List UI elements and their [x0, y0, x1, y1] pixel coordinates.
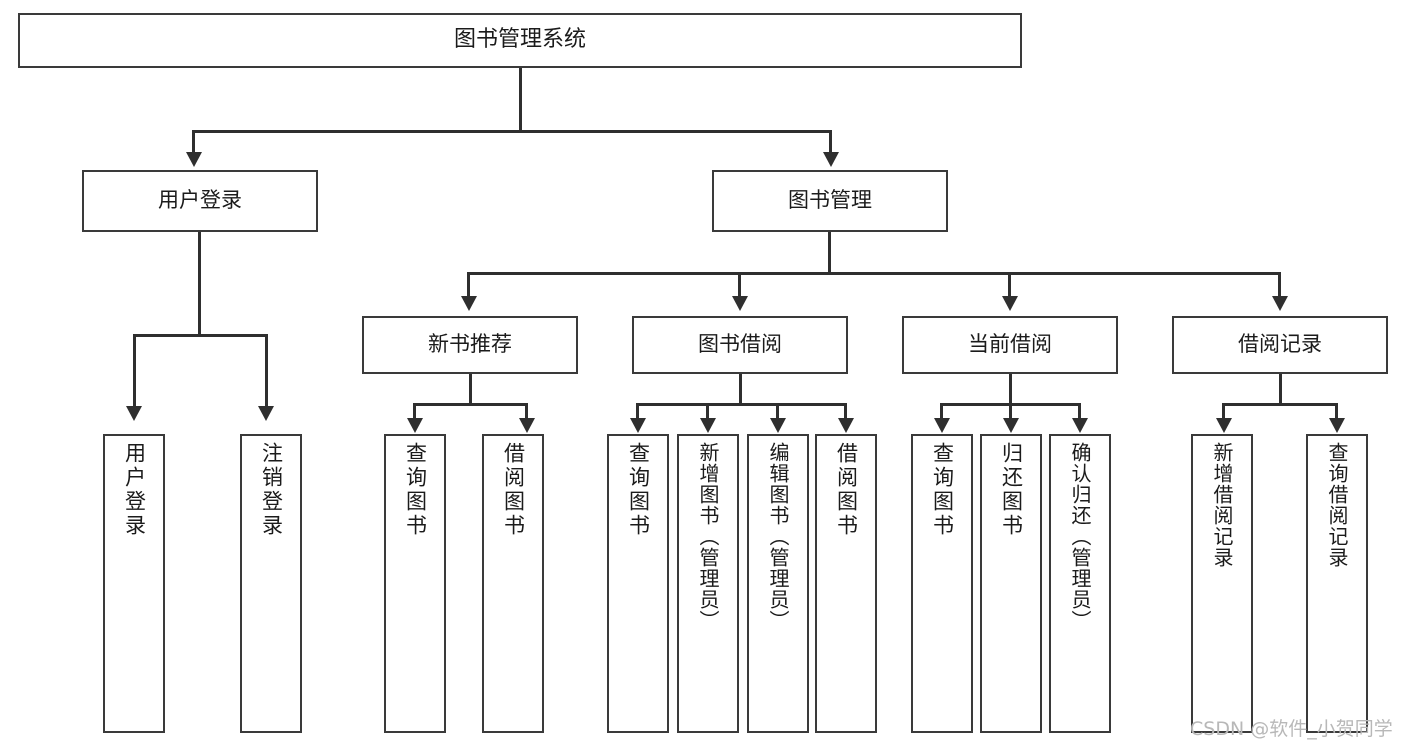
connector-current-borrow-stem — [1009, 374, 1012, 405]
node-book-borrow[interactable]: 图书借阅 — [632, 316, 848, 374]
arrow-to-book-mgmt — [823, 152, 839, 167]
connector-root-bus — [192, 130, 832, 133]
connector-to-new-book — [467, 272, 470, 299]
leaf-label: 新增借阅记录 — [1210, 442, 1234, 568]
leaf-label: 查询借阅记录 — [1325, 442, 1349, 568]
connector-borrow-record-bus — [1222, 403, 1338, 406]
arrow-to-edit-book — [770, 418, 786, 433]
leaf-query-book-recommend[interactable]: 查询图书 — [384, 434, 446, 733]
arrow-to-query-book-2 — [630, 418, 646, 433]
node-label: 图书管理系统 — [453, 27, 586, 53]
leaf-label: 归还图书 — [999, 442, 1024, 538]
leaf-query-book-borrow[interactable]: 查询图书 — [607, 434, 669, 733]
node-new-book-recommend[interactable]: 新书推荐 — [362, 316, 578, 374]
arrow-to-current-borrow — [1002, 296, 1018, 311]
arrow-to-confirm-return — [1072, 418, 1088, 433]
node-label: 当前借阅 — [968, 332, 1052, 357]
connector-to-borrow-record — [1278, 272, 1281, 299]
connector-new-book-bus — [413, 403, 528, 406]
connector-current-borrow-b2 — [1009, 403, 1012, 421]
node-label: 图书管理 — [788, 188, 872, 213]
connector-user-login-right — [265, 334, 268, 409]
arrow-to-add-record — [1216, 418, 1232, 433]
connector-book-mgmt-stem — [828, 232, 831, 274]
arrow-to-book-borrow — [732, 296, 748, 311]
connector-new-book-left — [413, 403, 416, 421]
connector-root-to-book-mgmt — [829, 130, 832, 155]
leaf-add-borrow-record[interactable]: 新增借阅记录 — [1191, 434, 1253, 733]
connector-borrow-record-right — [1335, 403, 1338, 421]
node-root-system[interactable]: 图书管理系统 — [18, 13, 1022, 68]
node-label: 新书推荐 — [428, 332, 512, 357]
leaf-confirm-return-admin[interactable]: 确认归还（管理员） — [1049, 434, 1111, 733]
leaf-label: 查询图书 — [930, 442, 955, 538]
leaf-return-book[interactable]: 归还图书 — [980, 434, 1042, 733]
arrow-to-logout-leaf — [258, 406, 274, 421]
connector-book-borrow-bus — [636, 403, 846, 406]
node-label: 借阅记录 — [1238, 332, 1322, 357]
connector-book-borrow-stem — [739, 374, 742, 405]
leaf-label: 借阅图书 — [834, 442, 859, 538]
node-label: 图书借阅 — [698, 332, 782, 357]
leaf-user-login[interactable]: 用户登录 — [103, 434, 165, 733]
arrow-to-new-book — [461, 296, 477, 311]
connector-new-book-stem — [469, 374, 472, 405]
connector-borrow-record-left — [1222, 403, 1225, 421]
arrow-to-return-book — [1003, 418, 1019, 433]
watermark-text: CSDN @软件_小贺同学 — [1190, 718, 1393, 740]
connector-book-borrow-b4 — [844, 403, 847, 421]
leaf-label: 借阅图书 — [501, 442, 526, 538]
leaf-query-book-current[interactable]: 查询图书 — [911, 434, 973, 733]
connector-book-borrow-b3 — [776, 403, 779, 421]
connector-root-stem — [519, 68, 522, 130]
leaf-label: 编辑图书（管理员） — [766, 442, 790, 631]
connector-book-mgmt-bus — [467, 272, 1279, 275]
arrow-to-borrow-book-1 — [519, 418, 535, 433]
leaf-label: 查询图书 — [403, 442, 428, 538]
connector-book-borrow-b2 — [706, 403, 709, 421]
connector-borrow-record-stem — [1279, 374, 1282, 405]
arrow-to-user-login-leaf — [126, 406, 142, 421]
leaf-logout[interactable]: 注销登录 — [240, 434, 302, 733]
arrow-to-query-book-3 — [934, 418, 950, 433]
leaf-label: 注销登录 — [259, 442, 284, 538]
node-book-management[interactable]: 图书管理 — [712, 170, 948, 232]
connector-to-book-borrow — [738, 272, 741, 299]
node-user-login[interactable]: 用户登录 — [82, 170, 318, 232]
connector-root-to-user-login — [192, 130, 195, 155]
arrow-to-add-book — [700, 418, 716, 433]
leaf-add-book-admin[interactable]: 新增图书（管理员） — [677, 434, 739, 733]
leaf-query-borrow-record[interactable]: 查询借阅记录 — [1306, 434, 1368, 733]
arrow-to-query-book-1 — [407, 418, 423, 433]
arrow-to-borrow-book-2 — [838, 418, 854, 433]
connector-current-borrow-b3 — [1078, 403, 1081, 421]
leaf-label: 查询图书 — [626, 442, 651, 538]
connector-book-borrow-b1 — [636, 403, 639, 421]
leaf-edit-book-admin[interactable]: 编辑图书（管理员） — [747, 434, 809, 733]
connector-current-borrow-b1 — [940, 403, 943, 421]
node-label: 用户登录 — [158, 188, 242, 213]
connector-new-book-right — [525, 403, 528, 421]
connector-user-login-bus — [133, 334, 268, 337]
connector-to-current-borrow — [1008, 272, 1011, 299]
node-current-borrow[interactable]: 当前借阅 — [902, 316, 1118, 374]
arrow-to-borrow-record — [1272, 296, 1288, 311]
arrow-to-query-record — [1329, 418, 1345, 433]
leaf-borrow-book[interactable]: 借阅图书 — [815, 434, 877, 733]
leaf-label: 新增图书（管理员） — [696, 442, 720, 631]
leaf-label: 确认归还（管理员） — [1068, 442, 1092, 631]
node-borrow-record[interactable]: 借阅记录 — [1172, 316, 1388, 374]
leaf-label: 用户登录 — [122, 442, 147, 538]
arrow-to-user-login — [186, 152, 202, 167]
leaf-borrow-book-recommend[interactable]: 借阅图书 — [482, 434, 544, 733]
connector-user-login-left — [133, 334, 136, 409]
connector-user-login-stem — [198, 232, 201, 336]
